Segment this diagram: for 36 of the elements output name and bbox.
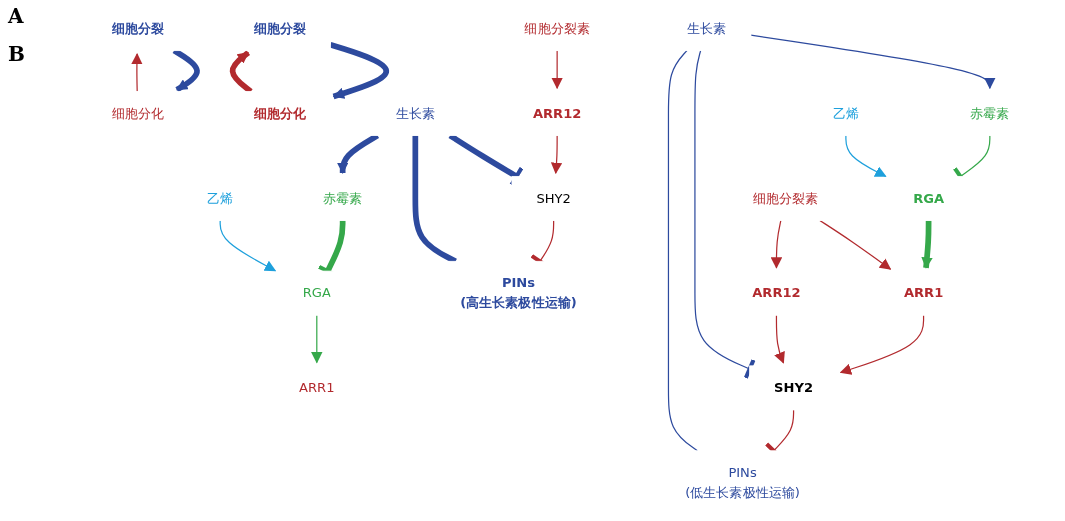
- arrow: [550, 134, 563, 175]
- arrow: [774, 314, 785, 364]
- arrow: [845, 134, 887, 178]
- arrow: [750, 34, 996, 90]
- node-text: ARR12: [532, 105, 582, 121]
- arrow: [819, 219, 892, 270]
- arrow: [219, 219, 277, 272]
- node-text: SHY2: [774, 379, 814, 396]
- node-text: PINs (低生长素极性运输): [685, 464, 800, 500]
- arrow: [131, 52, 143, 93]
- node-text: 细胞分裂: [253, 20, 306, 36]
- node-text: ARR1: [903, 285, 944, 301]
- panel-label: B: [8, 42, 26, 66]
- panel-label: A: [8, 4, 25, 28]
- node-text: ARR1: [299, 379, 335, 396]
- node-text: 细胞分化: [253, 105, 306, 121]
- connector: [667, 50, 698, 452]
- node-text: 细胞分裂: [111, 20, 164, 36]
- node-text: ARR12: [752, 285, 801, 301]
- arrow: [329, 41, 390, 100]
- node-text: 赤霉素: [970, 105, 1010, 121]
- node-text: 细胞分裂素: [524, 20, 590, 36]
- arrow: [311, 314, 323, 364]
- arrow: [770, 219, 783, 269]
- node-text: 细胞分化: [111, 105, 164, 121]
- node-text: 生长素: [687, 20, 727, 36]
- node-text: 赤霉素: [323, 190, 363, 206]
- node-text: 生长素: [395, 105, 435, 121]
- node-text: 细胞分裂素: [752, 190, 819, 206]
- node-text: 乙烯: [207, 190, 234, 206]
- arrow: [921, 220, 933, 269]
- connector: [694, 50, 756, 380]
- arrow: [839, 314, 925, 375]
- node-text: 乙烯: [832, 105, 859, 121]
- arrow: [336, 133, 380, 175]
- arrow: [551, 50, 563, 90]
